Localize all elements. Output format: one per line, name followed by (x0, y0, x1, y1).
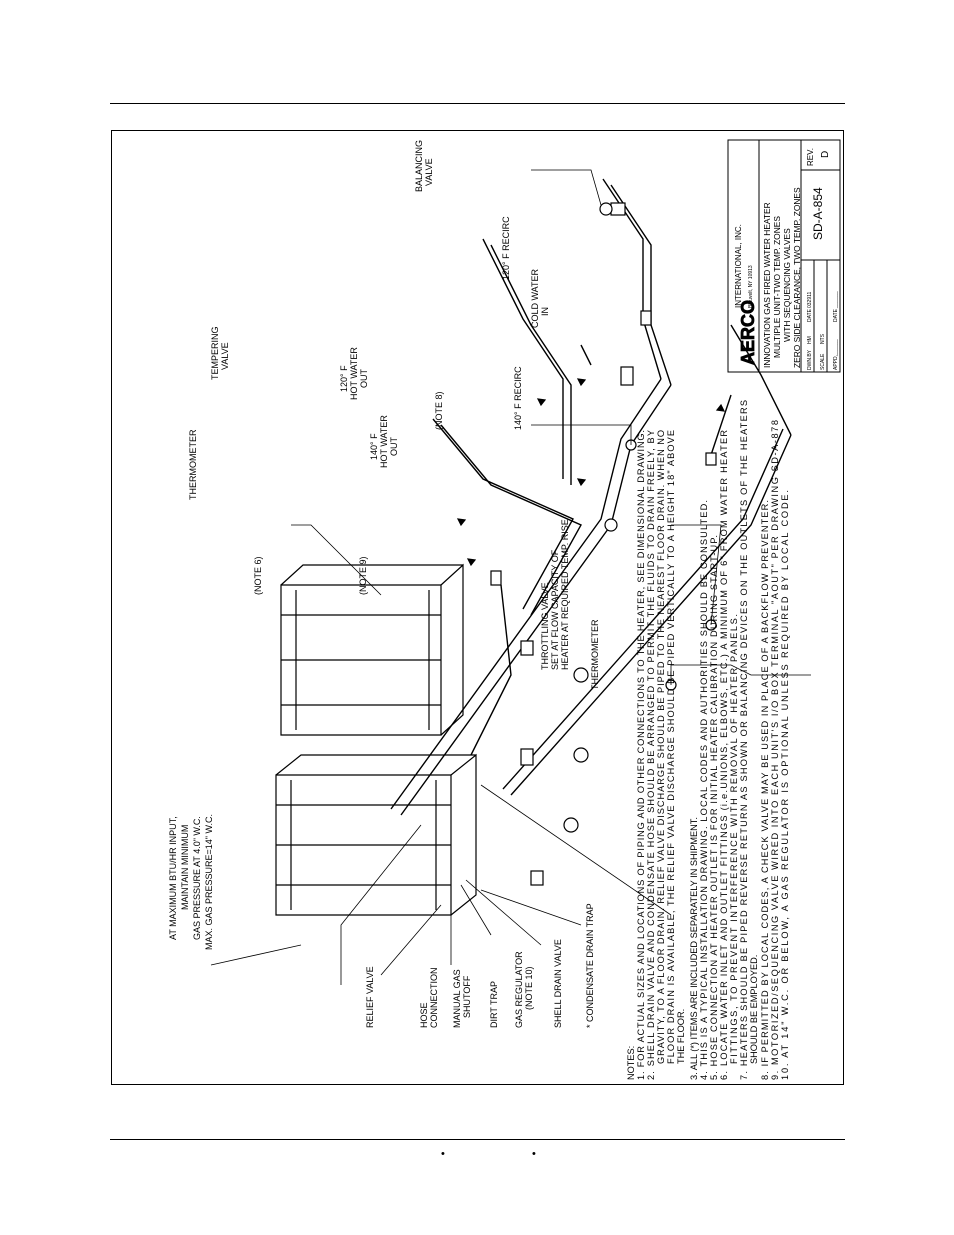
heater-unit-2 (280, 563, 464, 736)
flow-arrows (456, 378, 726, 567)
label-relief-valve: RELIEF VALVE (365, 966, 375, 1028)
footer-rule (110, 1139, 845, 1140)
label-balancing-valve-2: VALVE (424, 158, 434, 186)
note-line: FITTINGS, TO PREVENT INTERFERENCE WITH R… (729, 614, 739, 1064)
label-thermometer-bottom: THERMOMETER (590, 619, 600, 690)
label-gas-shutoff-2: SHUTOFF (462, 975, 472, 1018)
installation-drawing: BALANCING VALVE 120° F RECIRC COLD WATER… (168, 139, 841, 1080)
note-line: 9. MOTORIZED/SEQUENCING VALVE WIRED INTO… (770, 420, 780, 1080)
note-line: 1. FOR ACTUAL SIZES AND LOCATIONS OF PIP… (636, 430, 646, 1080)
title-block: AERCO INTERNATIONAL, INC. Blauvelt, NY 1… (727, 139, 841, 373)
label-cold-water-2: IN (540, 307, 550, 316)
date-label: DATE (807, 308, 813, 322)
label-note-9: (NOTE 9) (358, 556, 368, 595)
label-throttling-2: SET AT FLOW CAPACITY OF (550, 549, 560, 670)
valves (490, 202, 717, 886)
label-max-btu-1: AT MAXIMUM BTU/HR INPUT, (168, 816, 178, 940)
label-hot-out-140-3: OUT (389, 437, 399, 457)
footer-bullet-1: • (441, 1148, 445, 1160)
note-line: 7. HEATERS SHOULD BE PIPED REVERSE RETUR… (739, 400, 749, 1080)
label-note-8: (NOTE 8) (434, 391, 444, 430)
header-rule (110, 103, 845, 104)
leaders (210, 169, 811, 985)
rev-label: REV. (806, 148, 815, 166)
label-tempering-valve-2: VALVE (220, 342, 230, 370)
dwn-by-label: DWN.BY (807, 349, 813, 370)
piping (390, 178, 792, 816)
label-max-btu-3: GAS PRESSURE AT 4.0" W.C. (192, 816, 202, 940)
note-line: 3. ALL (*) ITEMS ARE INCLUDED SEPARATELY… (689, 817, 699, 1080)
company-name: INTERNATIONAL, INC. (734, 224, 743, 308)
note-line: THE FLOOR. (676, 1009, 686, 1064)
title-desc-4: ZERO SIDE CLEARANCE, TWO TEMP. ZONES (792, 187, 802, 368)
appd-value: ______ (833, 339, 839, 357)
date2-label: DATE (833, 308, 839, 322)
label-max-btu-4: MAX. GAS PRESSURE=14" W.C. (204, 814, 214, 950)
title-desc-3: WITH SEQUENCING VALVES (782, 228, 792, 342)
appd-label: APPD. (833, 355, 839, 370)
note-line: FLOOR DRAIN IS AVAILABLE, THE RELIEF VAL… (666, 430, 676, 1064)
label-throttling-1: THROTTLING VALVE (540, 582, 550, 670)
dwn-by-value: HM (807, 336, 813, 344)
label-tempering-valve-1: TEMPERING (210, 326, 220, 380)
date-value: 032911 (807, 291, 813, 308)
label-hot-out-120-3: OUT (359, 369, 369, 389)
scale-label: SCALE (820, 353, 826, 370)
label-gas-shutoff-1: MANUAL GAS (452, 969, 462, 1028)
drawing-labels: BALANCING VALVE 120° F RECIRC COLD WATER… (168, 140, 600, 1028)
label-thermometer-top: THERMOMETER (188, 429, 198, 500)
heater-unit-1 (275, 753, 477, 916)
title-desc-2: MULTIPLE UNIT-TWO TEMP. ZONES (772, 216, 782, 358)
note-line: 2. SHELL DRAIN VALVE AND CONDENSATE HOSE… (646, 430, 656, 1080)
scale-value: NTS (820, 333, 826, 344)
label-recirc-140: 140° F RECIRC (513, 366, 523, 430)
title-desc-1: INNOVATION GAS FIRED WATER HEATER (762, 202, 772, 368)
drawing-number: SD-A-854 (811, 187, 825, 240)
drawing-frame (111, 130, 844, 1085)
notes: NOTES: 1. FOR ACTUAL SIZES AND LOCATIONS… (626, 400, 790, 1080)
date2-value: ______ (833, 291, 839, 309)
label-dirt-trap: DIRT TRAP (489, 981, 499, 1028)
label-throttling-3: HEATER AT REQUIRED TEMP. RISE (560, 519, 570, 670)
label-recirc-120: 120° F RECIRC (501, 216, 511, 280)
label-condensate-trap: * CONDENSATE DRAIN TRAP (585, 903, 595, 1028)
rev-value: D (820, 151, 831, 158)
label-gas-regulator-1: GAS REGULATOR (514, 951, 524, 1028)
note-line: GRAVITY, TO A FLOOR DRAIN. RELIEF VALVE … (656, 430, 666, 1064)
note-heading: NOTES: (626, 1046, 636, 1080)
note-line: SHOULD BE EMPLOYED. (749, 955, 759, 1064)
label-max-btu-2: MAINTAIN MINIMUM (180, 825, 190, 910)
note-line: 8. IF PERMITTED BY LOCAL CODES, A CHECK … (760, 500, 770, 1080)
label-hot-out-120-1: 120° F (339, 365, 349, 392)
label-hot-out-120-2: HOT WATER (349, 347, 359, 400)
company-address: Blauvelt, NY 10913 (748, 265, 754, 308)
label-note-6: (NOTE 6) (253, 556, 263, 595)
label-balancing-valve-1: BALANCING (414, 140, 424, 192)
logo: AERCO (738, 300, 758, 365)
note-line: 10. AT 14" W.C. OR BELOW, A GAS REGULATO… (780, 490, 790, 1080)
label-gas-regulator-2: (NOTE 10) (524, 966, 534, 1010)
label-hot-out-140-2: HOT WATER (379, 415, 389, 468)
label-shell-drain-valve: SHELL DRAIN VALVE (553, 939, 563, 1028)
label-hose-connection-2: CONNECTION (429, 968, 439, 1029)
label-hot-out-140-1: 140° F (369, 433, 379, 460)
note-line: 5. HOSE CONNECTION AT HEATER OUTLET IS F… (709, 535, 719, 1080)
label-cold-water-1: COLD WATER (530, 268, 540, 328)
footer-bullet-2: • (532, 1148, 536, 1160)
note-line: 4. THIS IS A TYPICAL INSTALLATION DRAWIN… (699, 500, 709, 1080)
note-line: 6. LOCATE WATER INLET AND OUTLET FITTING… (719, 430, 729, 1080)
label-hose-connection-1: HOSE (419, 1002, 429, 1028)
